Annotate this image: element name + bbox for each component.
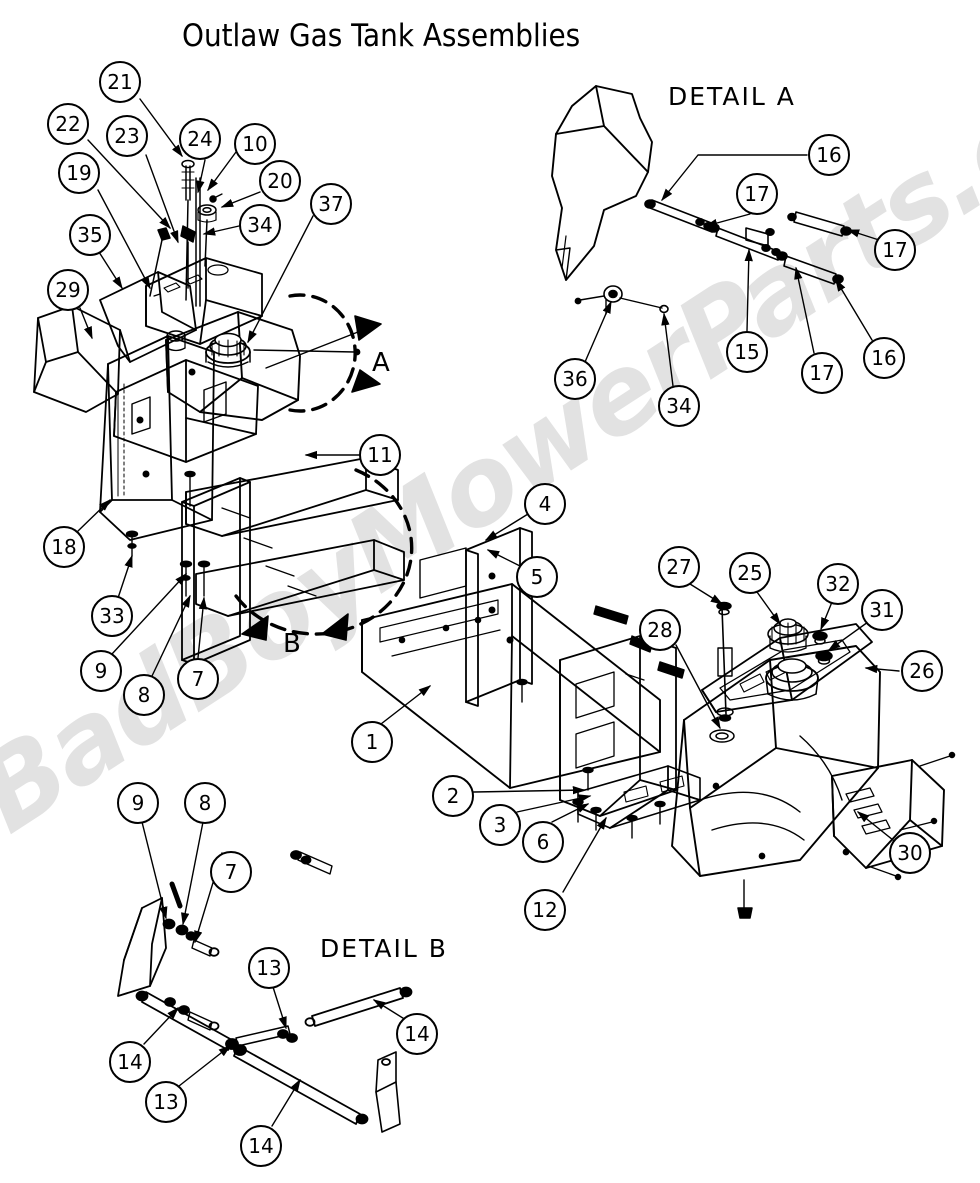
callout-bubble-25[interactable]: 25 [729,552,771,594]
callout-bubble-7[interactable]: 7 [210,851,252,893]
page-title: Outlaw Gas Tank Assemblies [182,18,581,54]
callout-bubble-16[interactable]: 16 [808,134,850,176]
callout-bubble-32[interactable]: 32 [817,563,859,605]
section-circle-a [253,293,382,413]
section-circle-b [234,468,414,641]
right-tank-cap-hardware [625,601,833,919]
detail-b-group [117,850,413,1133]
callout-bubble-17[interactable]: 17 [801,352,843,394]
callout-bubble-14[interactable]: 14 [396,1013,438,1055]
callout-bubble-10[interactable]: 10 [234,123,276,165]
callout-bubble-18[interactable]: 18 [43,526,85,568]
callout-bubble-34[interactable]: 34 [239,204,281,246]
callout-bubble-13[interactable]: 13 [145,1081,187,1123]
callout-bubble-33[interactable]: 33 [91,595,133,637]
detail-b-label: DETAIL B [320,934,448,963]
callout-bubble-17[interactable]: 17 [874,229,916,271]
reservoir-box [145,257,263,345]
detail-a-pivot [574,285,669,315]
callout-bubble-15[interactable]: 15 [726,331,768,373]
right-lower-hardware [867,751,956,881]
callout-bubble-3[interactable]: 3 [479,804,521,846]
callout-bubble-5[interactable]: 5 [516,556,558,598]
callout-bubble-36[interactable]: 36 [554,358,596,400]
callout-bubble-20[interactable]: 20 [259,160,301,202]
callout-bubble-6[interactable]: 6 [522,821,564,863]
callout-bubble-24[interactable]: 24 [179,118,221,160]
chassis-hardware [516,605,666,839]
callout-bubble-35[interactable]: 35 [69,214,111,256]
callout-bubble-37[interactable]: 37 [310,183,352,225]
callout-bubble-28[interactable]: 28 [639,609,681,651]
callout-bubble-14[interactable]: 14 [240,1125,282,1167]
callout-bubble-1[interactable]: 1 [351,721,393,763]
callout-bubble-19[interactable]: 19 [58,152,100,194]
right-gas-tank [671,623,945,877]
leader-lines [77,98,900,1127]
callout-bubble-29[interactable]: 29 [47,269,89,311]
detail-a-label: DETAIL A [668,82,796,111]
callout-bubble-11[interactable]: 11 [359,434,401,476]
callout-bubble-30[interactable]: 30 [889,832,931,874]
callout-bubble-9[interactable]: 9 [80,650,122,692]
section-a-letter: A [372,348,390,378]
callout-bubble-13[interactable]: 13 [248,947,290,989]
callout-bubble-12[interactable]: 12 [524,889,566,931]
callout-bubble-9[interactable]: 9 [117,782,159,824]
callout-bubble-14[interactable]: 14 [109,1041,151,1083]
callout-bubble-8[interactable]: 8 [184,782,226,824]
section-b-letter: B [283,629,301,659]
callout-bubble-23[interactable]: 23 [106,115,148,157]
callout-bubble-7[interactable]: 7 [177,658,219,700]
callout-bubble-27[interactable]: 27 [658,546,700,588]
detail-a-group [551,85,653,281]
left-gas-tank [165,311,301,421]
detail-a-rods [644,199,852,285]
callout-bubble-2[interactable]: 2 [432,775,474,817]
chassis-frame [181,457,701,829]
callout-bubble-26[interactable]: 26 [901,650,943,692]
callout-bubble-4[interactable]: 4 [524,483,566,525]
left-tank-bracket [113,359,259,463]
callout-bubble-16[interactable]: 16 [863,337,905,379]
callout-bubble-31[interactable]: 31 [861,589,903,631]
callout-bubble-8[interactable]: 8 [123,674,165,716]
callout-bubble-17[interactable]: 17 [736,173,778,215]
upper-hardware-rods [149,159,223,307]
callout-bubble-22[interactable]: 22 [47,103,89,145]
callout-bubble-21[interactable]: 21 [99,61,141,103]
callout-bubble-34[interactable]: 34 [658,385,700,427]
